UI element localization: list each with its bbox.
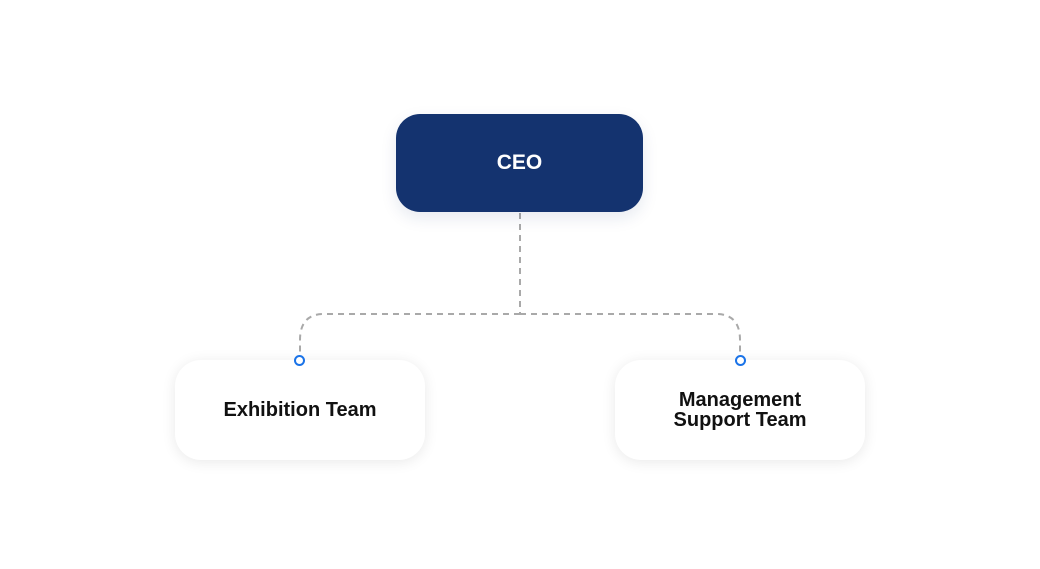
management-support-team-anchor-dot bbox=[735, 355, 746, 366]
exhibition-team-node: Exhibition Team bbox=[175, 360, 425, 460]
connector-branch-to-management-support-team bbox=[520, 313, 741, 355]
ceo-label: CEO bbox=[496, 151, 543, 174]
exhibition-team-label: Exhibition Team bbox=[223, 399, 377, 421]
management-support-team-node: Management Support Team bbox=[615, 360, 865, 460]
ceo-node: CEO bbox=[396, 114, 643, 212]
management-support-team-label: Management Support Team bbox=[673, 389, 807, 431]
exhibition-team-anchor-dot bbox=[294, 355, 305, 366]
connector-branch-to-exhibition-team bbox=[299, 313, 520, 355]
